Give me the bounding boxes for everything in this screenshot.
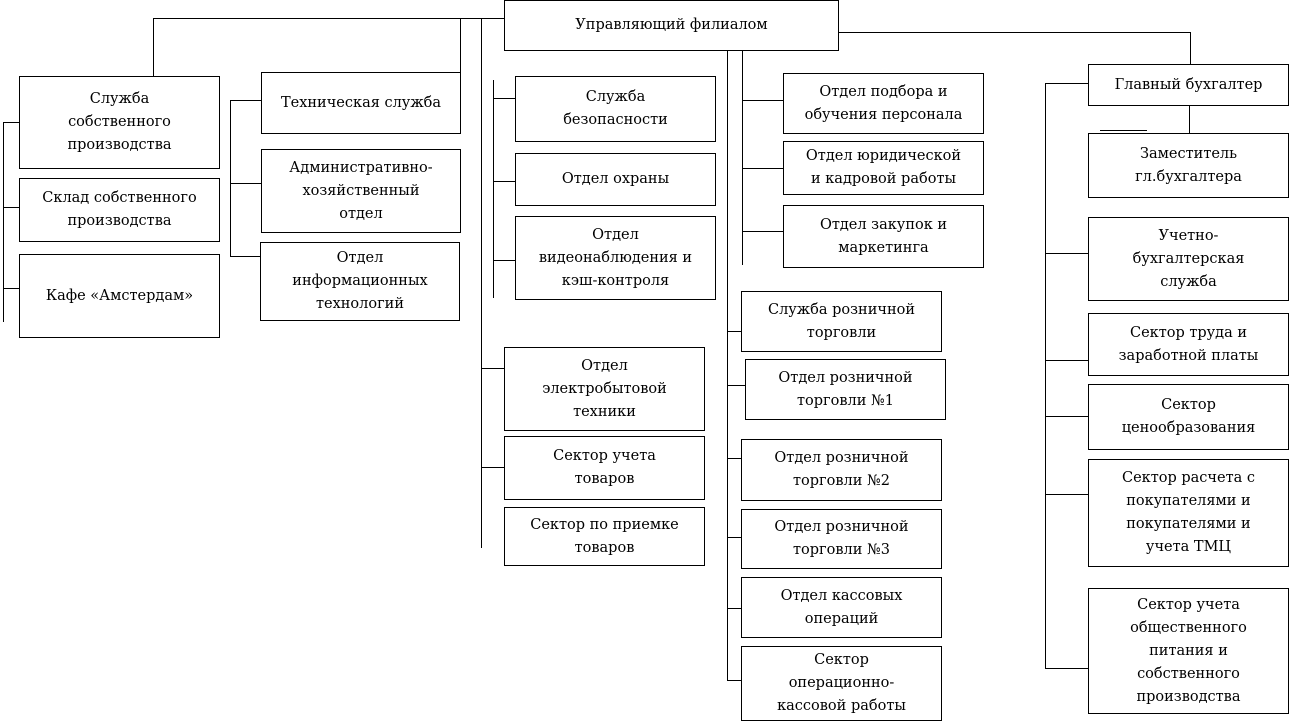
deputy-chief-accountant-box: Заместитель гл.бухгалтера (1088, 133, 1289, 198)
catering-accounting-sector-box: Сектор учета общественного питания и соб… (1088, 588, 1289, 714)
admin-economic-dept-box: Административно- хозяйственный отдел (261, 149, 461, 233)
purchasing-marketing-dept-box: Отдел закупок и маркетинга (783, 205, 984, 268)
video-surveillance-dept-box: Отдел видеонаблюдения и кэш-контроля (515, 216, 716, 300)
cash-operations-sector-box: Сектор операционно- кассовой работы (741, 646, 942, 721)
hr-training-dept-box: Отдел подбора и обучения персонала (783, 73, 984, 134)
own-production-warehouse-box: Склад собственного производства (19, 178, 220, 242)
retail-service-box: Служба розничной торговли (741, 291, 942, 352)
pricing-sector-box: Сектор ценообразования (1088, 384, 1289, 450)
retail-dept-2-box: Отдел розничной торговли №2 (741, 439, 942, 501)
branch-manager-box: Управляющий филиалом (504, 0, 839, 51)
cash-operations-dept-box: Отдел кассовых операций (741, 577, 942, 638)
security-service-box: Служба безопасности (515, 76, 716, 142)
technical-service-box: Техническая служба (261, 72, 461, 134)
goods-accounting-sector-box: Сектор учета товаров (504, 436, 705, 500)
retail-dept-3-box: Отдел розничной торговли №3 (741, 509, 942, 569)
legal-hr-dept-box: Отдел юридической и кадровой работы (783, 141, 984, 195)
retail-dept-1-box: Отдел розничной торговли №1 (745, 359, 946, 420)
customer-settlements-sector-box: Сектор расчета с покупателями и покупате… (1088, 459, 1289, 567)
goods-receipt-sector-box: Сектор по приемке товаров (504, 507, 705, 566)
cafe-amsterdam-box: Кафе «Амстердам» (19, 254, 220, 338)
guard-dept-box: Отдел охраны (515, 153, 716, 206)
own-production-service-box: Служба собственного производства (19, 76, 220, 169)
it-dept-box: Отдел информационных технологий (260, 242, 460, 321)
accounting-service-box: Учетно- бухгалтерская служба (1088, 217, 1289, 301)
chief-accountant-box: Главный бухгалтер (1088, 64, 1289, 106)
electronics-dept-box: Отдел электробытовой техники (504, 347, 705, 431)
labor-salary-sector-box: Сектор труда и заработной платы (1088, 313, 1289, 376)
